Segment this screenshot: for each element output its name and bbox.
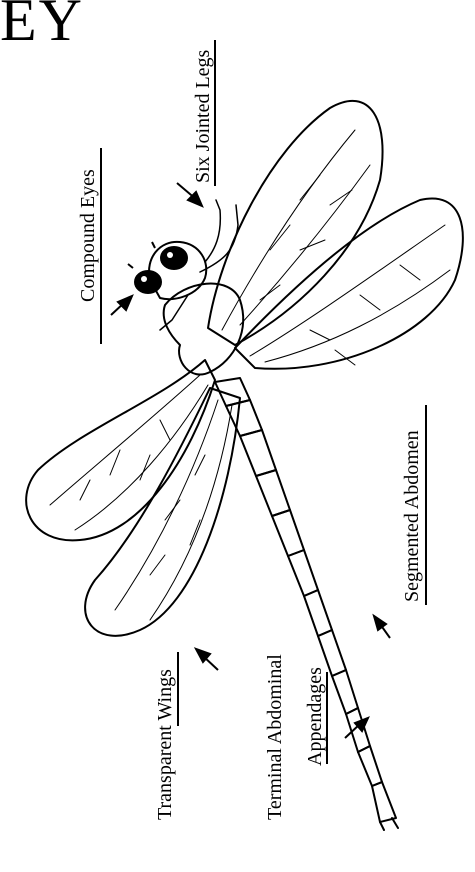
label-transparent-wings: Transparent Wings <box>155 669 175 820</box>
underline-transparent-wings <box>177 652 179 726</box>
underline-six-jointed-legs <box>214 40 216 186</box>
compound-eye-right <box>160 246 188 270</box>
label-terminal-line1: Terminal Abdominal <box>265 654 285 820</box>
lower-right-wing <box>235 198 463 368</box>
compound-eye-left <box>134 270 162 294</box>
underline-compound-eyes <box>100 148 102 344</box>
label-six-jointed-legs: Six Jointed Legs <box>193 50 213 183</box>
label-terminal-line2: Appendages <box>305 667 325 766</box>
underline-terminal-appendages <box>326 672 328 764</box>
underline-segmented-abdomen <box>425 405 427 605</box>
label-segmented-abdomen: Segmented Abdomen <box>402 430 422 602</box>
label-compound-eyes: Compound Eyes <box>78 169 98 302</box>
